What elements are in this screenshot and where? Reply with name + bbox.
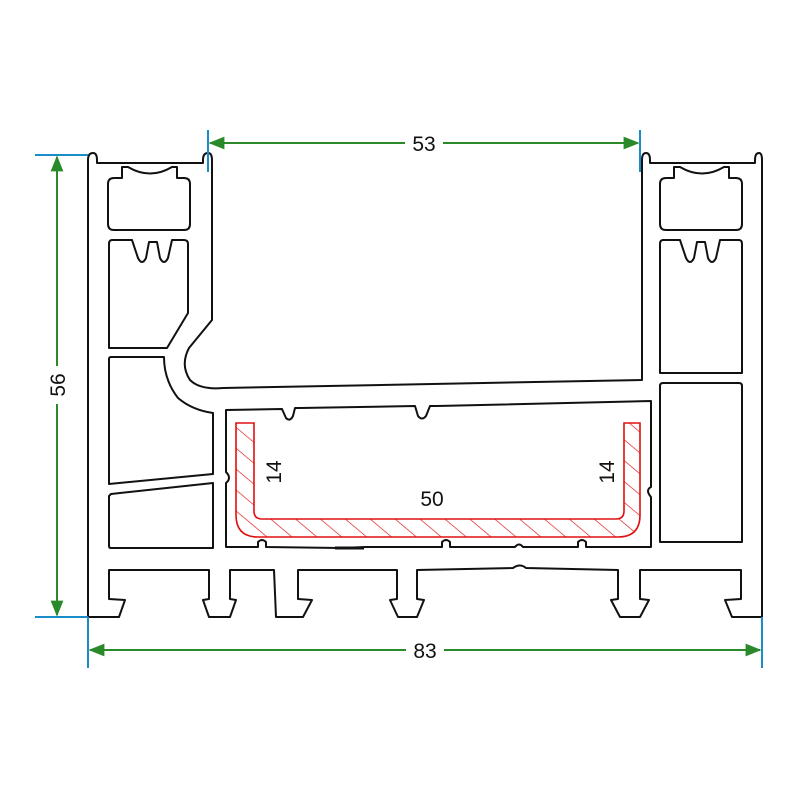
dimension-label-overall-width: 83 [413, 640, 436, 663]
chamber-right-upper [659, 239, 743, 374]
chamber-center [225, 400, 652, 549]
chamber-right-lower [659, 382, 743, 543]
chamber-left-middle [108, 356, 214, 485]
led-channel-left-height-label: 14 [263, 460, 286, 484]
chamber-left-upper [108, 239, 189, 349]
led-channel-width-label: 50 [420, 488, 443, 511]
led-channel-right-height-label: 14 [596, 460, 619, 484]
chamber-left-top [107, 166, 191, 231]
dimension-label-overall-height: 56 [47, 373, 70, 396]
chamber-right-top [659, 166, 743, 231]
led-u-channel [235, 422, 641, 538]
dimension-label-top-opening: 53 [412, 133, 435, 156]
chamber-left-lower [108, 482, 214, 549]
profile-outline [87, 152, 763, 618]
